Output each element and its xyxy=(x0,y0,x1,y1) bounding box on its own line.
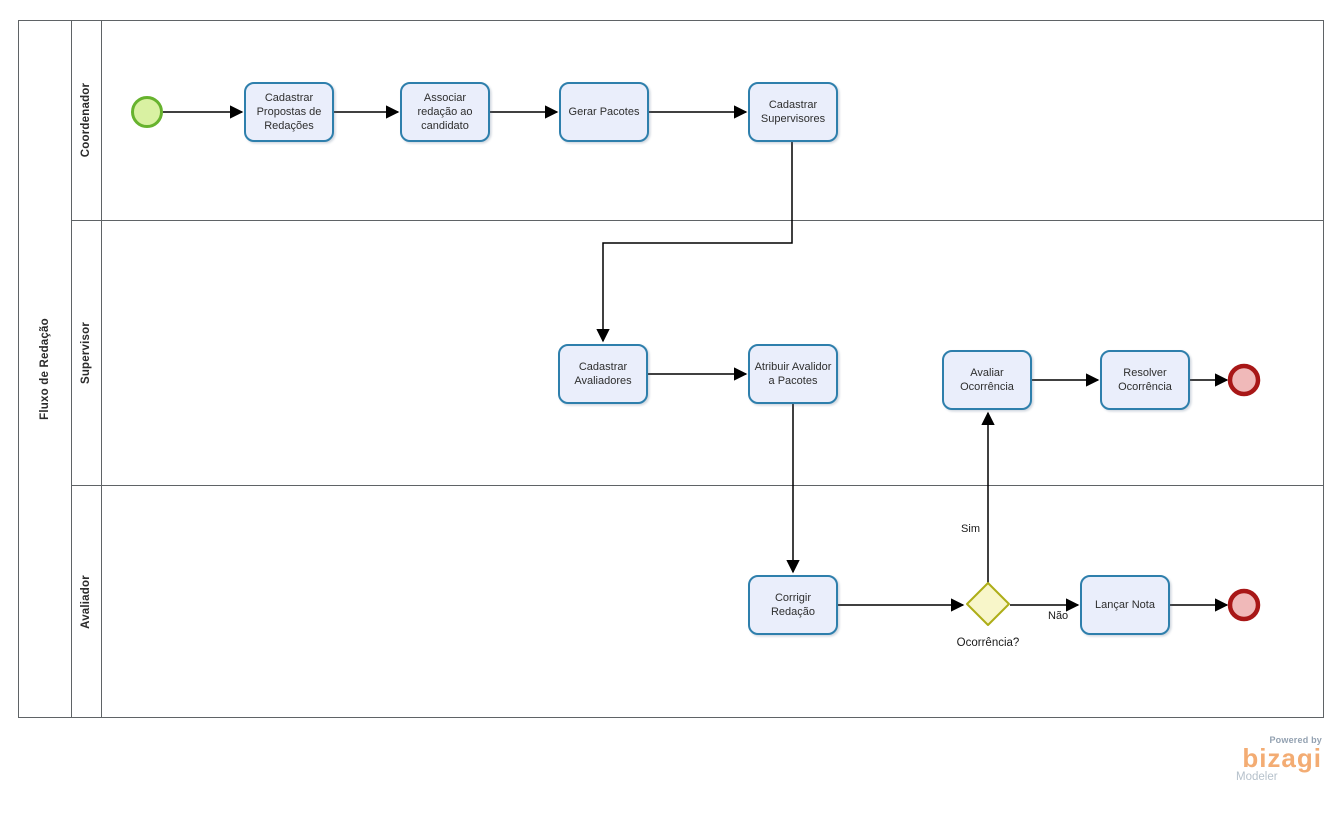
powered-by-text: Powered by xyxy=(1269,735,1322,745)
bizagi-logo: Powered by bizagi Modeler xyxy=(1236,735,1322,783)
end-event-supervisor[interactable] xyxy=(1227,363,1261,397)
bizagi-modeler-text: Modeler xyxy=(1236,771,1278,783)
task-cadastrar-avaliadores[interactable]: Cadastrar Avaliadores xyxy=(558,344,648,404)
lane-label-avaliador: Avaliador xyxy=(71,485,101,718)
start-event[interactable] xyxy=(131,96,163,128)
task-atribuir-avalidor[interactable]: Atribuir Avalidor a Pacotes xyxy=(748,344,838,404)
lane-label-text: Coordenador xyxy=(80,82,92,158)
flow-supervisores-to-cadastrar-avaliadores xyxy=(596,142,793,343)
task-associar-redacao[interactable]: Associar redação ao candidato xyxy=(400,82,490,142)
lane-label-coordenador: Coordenador xyxy=(71,20,101,220)
flow-label-nao: Não xyxy=(1048,610,1069,622)
pool-border xyxy=(18,20,1324,718)
task-cadastrar-supervisores[interactable]: Cadastrar Supervisores xyxy=(748,82,838,142)
bizagi-brand-text: bizagi xyxy=(1242,743,1322,773)
task-corrigir-redacao[interactable]: Corrigir Redação xyxy=(748,575,838,635)
task-lancar-nota[interactable]: Lançar Nota xyxy=(1080,575,1170,635)
lane-label-supervisor: Supervisor xyxy=(71,220,101,485)
task-cadastrar-propostas[interactable]: Cadastrar Propostas de Redações xyxy=(244,82,334,142)
end-event-avaliador[interactable] xyxy=(1227,588,1261,622)
task-gerar-pacotes[interactable]: Gerar Pacotes xyxy=(559,82,649,142)
pool-title: Fluxo de Redação xyxy=(18,20,71,718)
pool-frame xyxy=(18,20,1324,718)
lane-label-text: Supervisor xyxy=(80,321,93,384)
gateway-ocorrencia[interactable] xyxy=(966,582,1010,626)
lane-label-text: Avaliador xyxy=(80,574,92,629)
gateway-label-ocorrencia: Ocorrência? xyxy=(956,637,1020,649)
task-avaliar-ocorrencia[interactable]: Avaliar Ocorrência xyxy=(942,350,1032,410)
task-resolver-ocorrencia[interactable]: Resolver Ocorrência xyxy=(1100,350,1190,410)
flow-label-sim: Sim xyxy=(961,523,980,535)
pool-title-text: Fluxo de Redação xyxy=(38,318,51,420)
